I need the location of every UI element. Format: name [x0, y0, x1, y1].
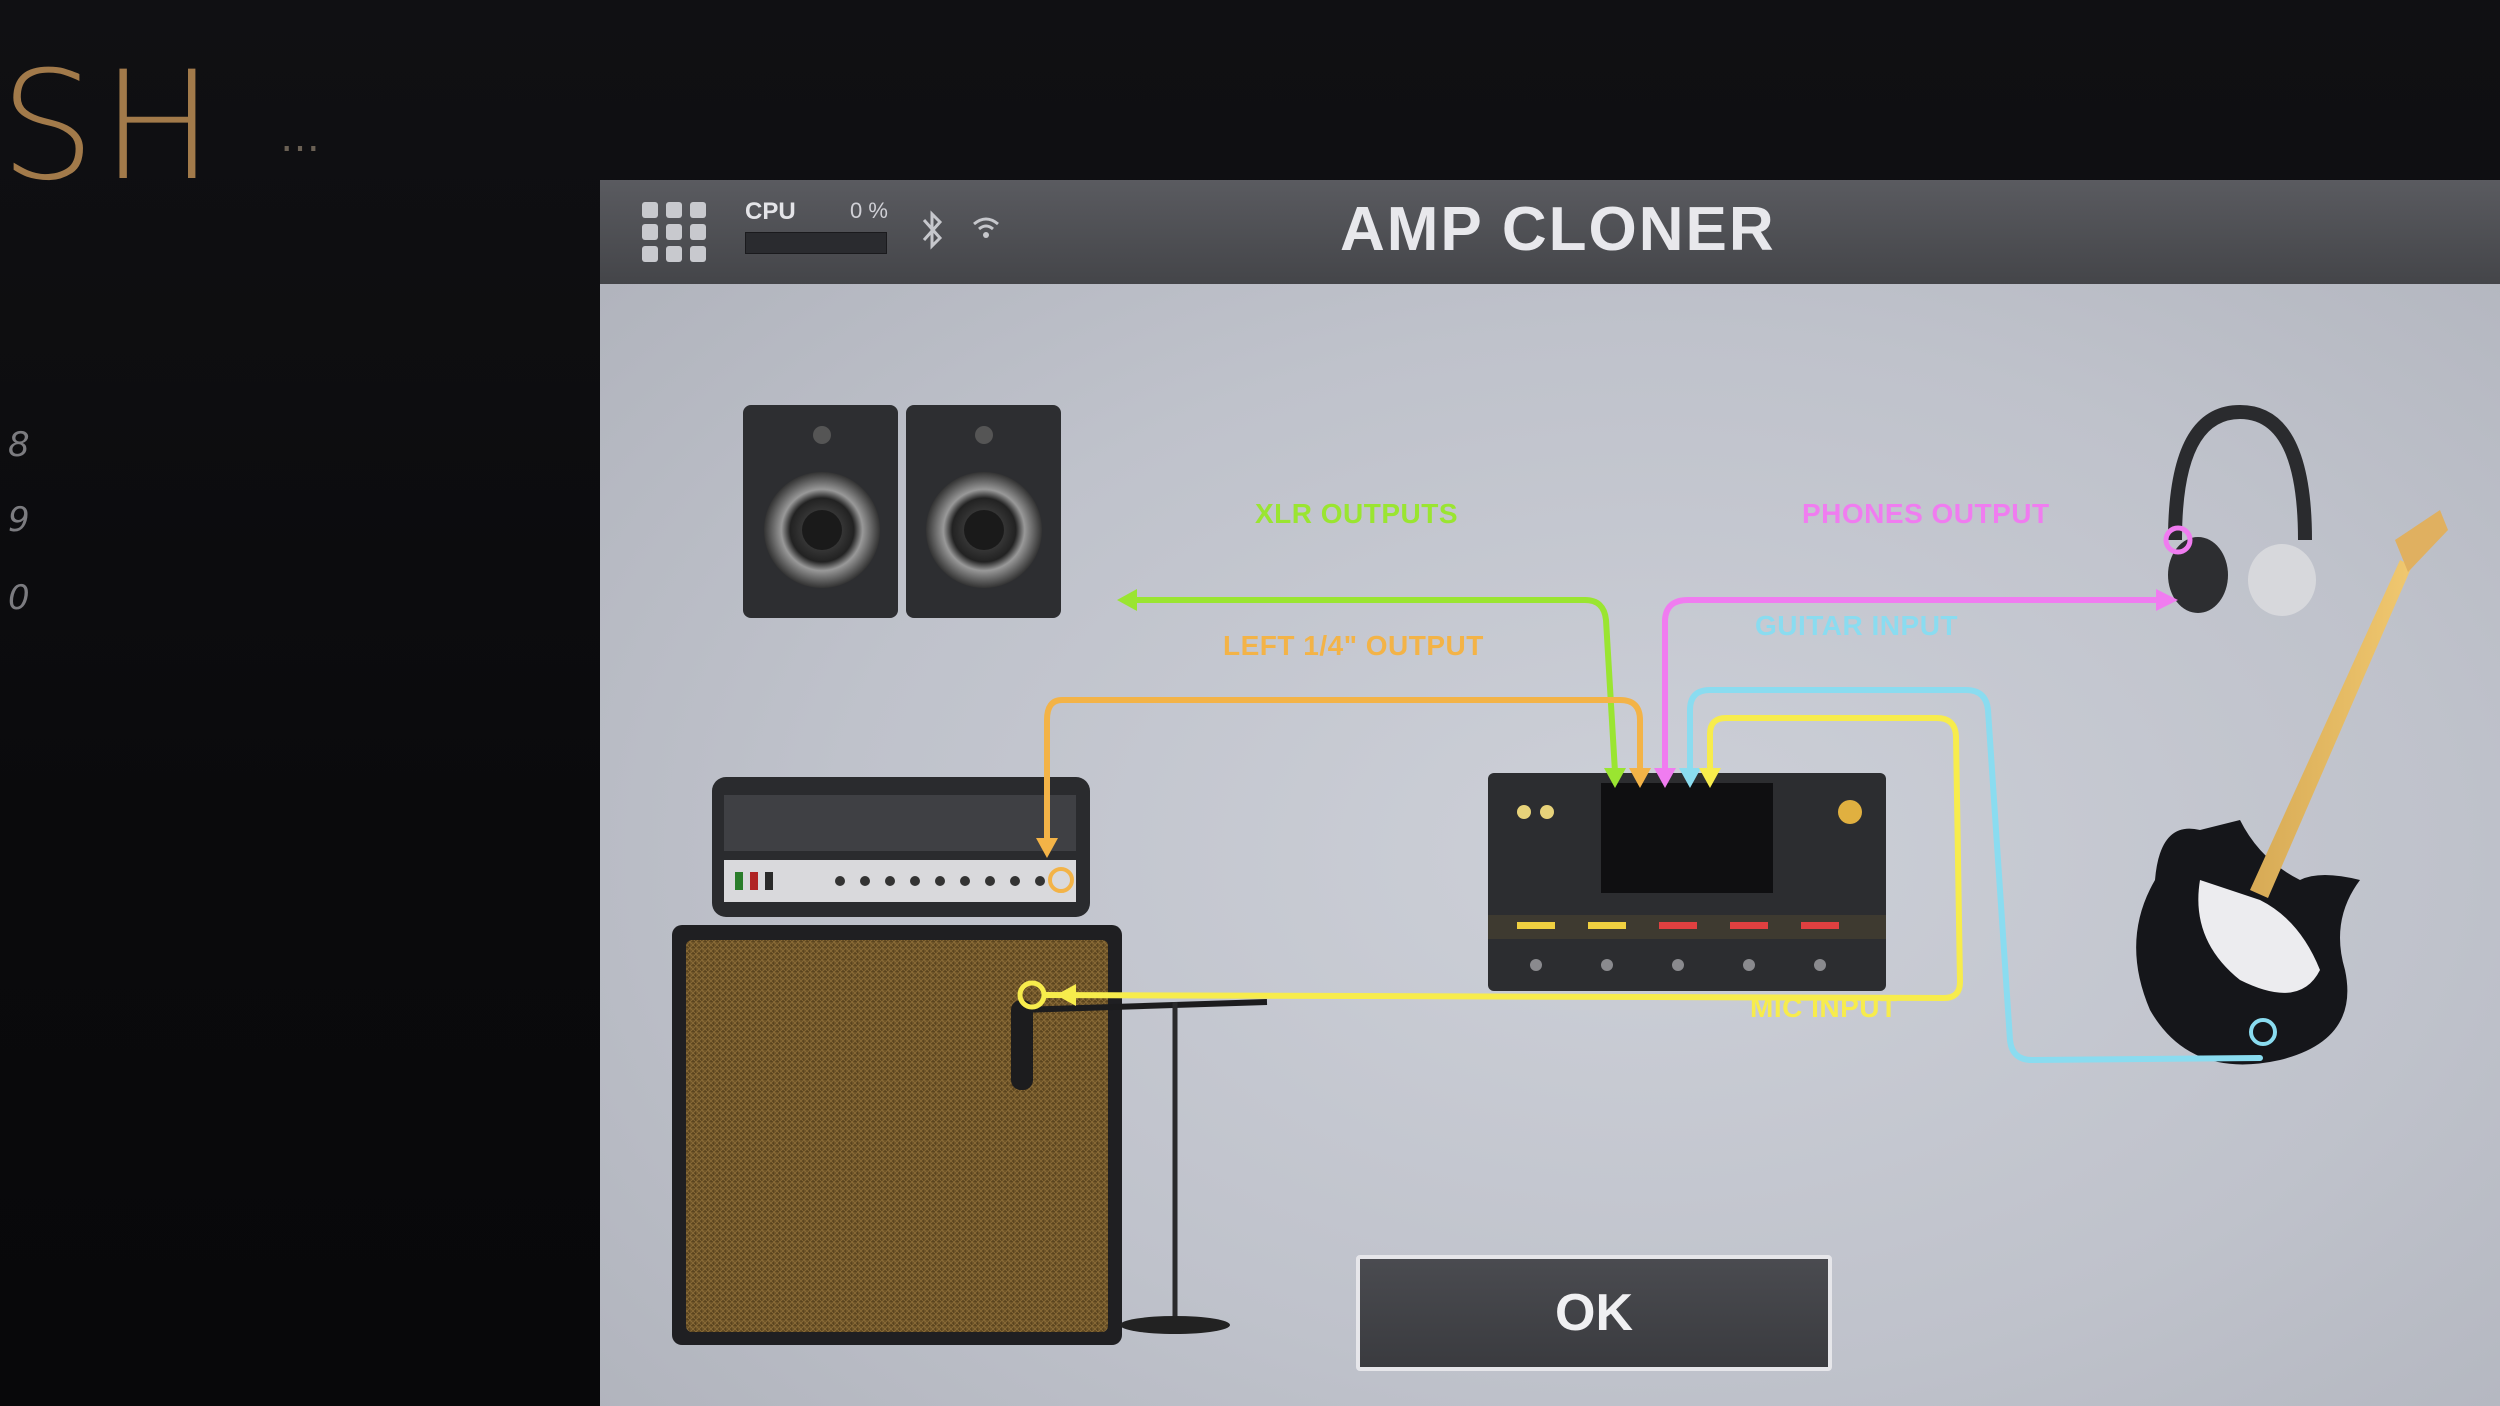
side-number-0: 0	[8, 578, 30, 618]
cpu-meter	[745, 232, 887, 254]
effects-processor-icon	[1488, 773, 1886, 991]
cpu-label: CPU	[745, 198, 796, 225]
ok-button[interactable]: OK	[1356, 1255, 1832, 1371]
mic-input-label: MIC INPUT	[1750, 992, 1898, 1023]
left-output-cable	[1044, 697, 1643, 846]
amp-head-icon	[712, 777, 1090, 917]
guitar-cable	[1687, 687, 2263, 1063]
phones-output-label: PHONES OUTPUT	[1802, 498, 2050, 529]
brand-subtext: …	[280, 115, 320, 161]
grid-menu-icon[interactable]	[642, 202, 708, 264]
studio-monitors-icon	[743, 405, 1061, 618]
brand-logo: SH	[0, 40, 221, 214]
phones-cable	[1662, 597, 2168, 775]
bluetooth-icon[interactable]	[918, 210, 946, 250]
wifi-icon[interactable]	[970, 210, 1002, 244]
mic-cable	[1042, 715, 1963, 1001]
device-screen: CPU 0 % AMP CLONER	[600, 180, 2500, 1406]
cpu-value: 0 %	[850, 198, 888, 223]
xlr-cable	[1125, 597, 1618, 775]
guitar-input-label: GUITAR INPUT	[1755, 610, 1959, 641]
page-title: AMP CLONER	[1340, 195, 1776, 264]
side-number-8: 8	[8, 425, 30, 465]
xlr-outputs-label: XLR OUTPUTS	[1255, 498, 1459, 529]
left-output-label: LEFT 1/4" OUTPUT	[1223, 630, 1484, 661]
mic-input-jack	[1017, 980, 1047, 1010]
guitar-icon	[2136, 510, 2448, 1065]
top-bar: CPU 0 % AMP CLONER	[600, 180, 2500, 284]
side-number-9: 9	[8, 500, 30, 540]
microphone-icon	[1011, 999, 1268, 1334]
speaker-cabinet-icon	[672, 925, 1122, 1345]
headphones-icon	[2163, 404, 2316, 616]
connection-diagram	[672, 404, 2448, 1345]
